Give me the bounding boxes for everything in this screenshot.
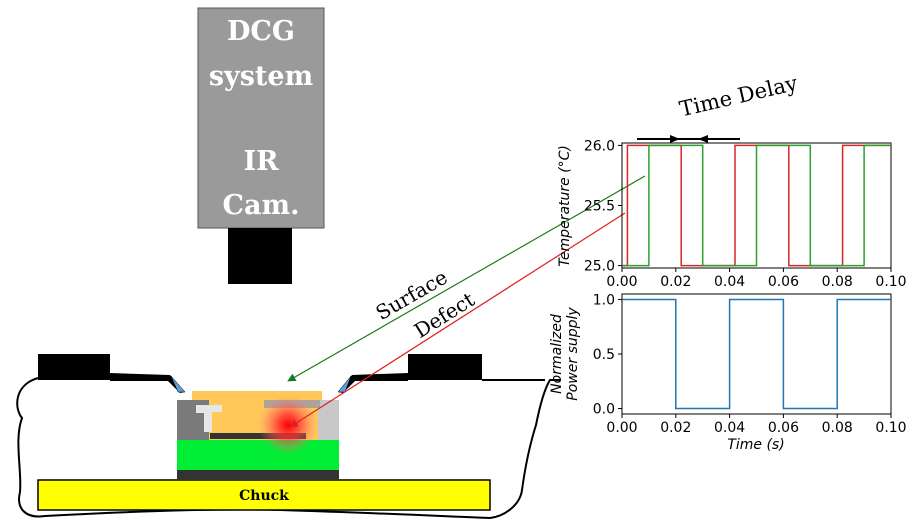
die-top-strip bbox=[192, 391, 322, 401]
xtick-label-0-5: 0.10 bbox=[875, 274, 906, 290]
camera-lens bbox=[228, 228, 292, 284]
temperature-yticks: 25.0 25.5 26.0 bbox=[584, 138, 622, 275]
camera-label-line-2: system bbox=[209, 61, 313, 92]
time-delay-arrow-right bbox=[670, 135, 680, 143]
xtick-label-0-3: 0.06 bbox=[768, 274, 799, 290]
ytick-label-1-2: 1.0 bbox=[593, 292, 615, 308]
power-chart: 0.0 0.5 1.0 0.00 0.02 0.04 0.06 0.08 0.10 Norma… bbox=[549, 292, 907, 453]
surface-ray bbox=[287, 175, 646, 382]
camera-label-line-5: Cam. bbox=[223, 190, 300, 221]
source-electrode bbox=[196, 405, 222, 432]
series-line-1-0 bbox=[622, 298, 891, 410]
xtick-label-1-1: 0.02 bbox=[660, 420, 691, 436]
ytick-label-0-2: 26.0 bbox=[584, 138, 615, 154]
power-xlabel: Time (s) bbox=[727, 437, 784, 453]
defect-hotspot bbox=[258, 395, 318, 455]
left-probe-block bbox=[38, 354, 110, 380]
xtick-label-0-2: 0.04 bbox=[714, 274, 745, 290]
xtick-label-1-3: 0.06 bbox=[768, 420, 799, 436]
power-series bbox=[622, 298, 891, 410]
left-probe-tip bbox=[170, 375, 186, 393]
buried-layer bbox=[210, 433, 306, 439]
right-probe-tip bbox=[337, 375, 352, 393]
series-line-0-0 bbox=[622, 144, 891, 267]
sample: Chuck bbox=[37, 391, 491, 511]
time-delay-arrow-left bbox=[698, 135, 708, 143]
chuck bbox=[37, 479, 491, 511]
chuck-label: Chuck bbox=[239, 488, 289, 504]
bottom-contact bbox=[177, 470, 339, 480]
xtick-label-1-2: 0.04 bbox=[714, 420, 745, 436]
temperature-ylabel: Temperature (°C) bbox=[557, 145, 573, 267]
power-xticks: 0.00 0.02 0.04 0.06 0.08 0.10 bbox=[606, 414, 907, 436]
xtick-label-0-1: 0.02 bbox=[660, 274, 691, 290]
substrate-layer bbox=[177, 440, 339, 470]
temperature-chart: 25.0 25.5 26.0 0.00 0.02 0.04 0.06 0.08 0.10 Te… bbox=[557, 138, 907, 290]
right-pad-grey bbox=[318, 400, 339, 440]
time-delay-annotation: Time Delay bbox=[637, 71, 800, 143]
xtick-label-1-4: 0.08 bbox=[822, 420, 853, 436]
camera-label-line-4: IR bbox=[243, 146, 279, 177]
left-probe-arm bbox=[110, 373, 185, 393]
series-line-0-1 bbox=[622, 144, 891, 267]
ytick-label-1-1: 0.5 bbox=[593, 347, 615, 363]
temperature-xticks: 0.00 0.02 0.04 0.06 0.08 0.10 bbox=[606, 268, 907, 290]
ytick-label-0-0: 25.0 bbox=[584, 259, 615, 275]
power-plot-frame bbox=[621, 293, 892, 415]
probe-assembly bbox=[38, 354, 545, 393]
xtick-label-1-5: 0.10 bbox=[875, 420, 906, 436]
camera-label-line-1: DCG bbox=[227, 16, 295, 47]
ytick-label-1-0: 0.0 bbox=[593, 402, 615, 418]
ytick-label-0-1: 25.5 bbox=[584, 199, 615, 215]
power-yticks: 0.0 0.5 1.0 bbox=[593, 292, 622, 418]
xtick-label-1-0: 0.00 bbox=[606, 420, 637, 436]
defect-ray bbox=[289, 212, 626, 428]
xtick-label-0-0: 0.00 bbox=[606, 274, 637, 290]
right-probe-block bbox=[408, 354, 482, 380]
temperature-series bbox=[622, 144, 891, 267]
time-delay-label: Time Delay bbox=[677, 71, 800, 121]
xtick-label-0-4: 0.08 bbox=[822, 274, 853, 290]
ir-camera: DCG system IR Cam. bbox=[197, 7, 325, 284]
camera-body bbox=[197, 7, 325, 229]
right-probe-arm bbox=[338, 373, 408, 393]
power-ylabel-line-2: Power supply bbox=[565, 307, 581, 401]
power-ylabel-line-1: Normalized bbox=[549, 314, 565, 394]
